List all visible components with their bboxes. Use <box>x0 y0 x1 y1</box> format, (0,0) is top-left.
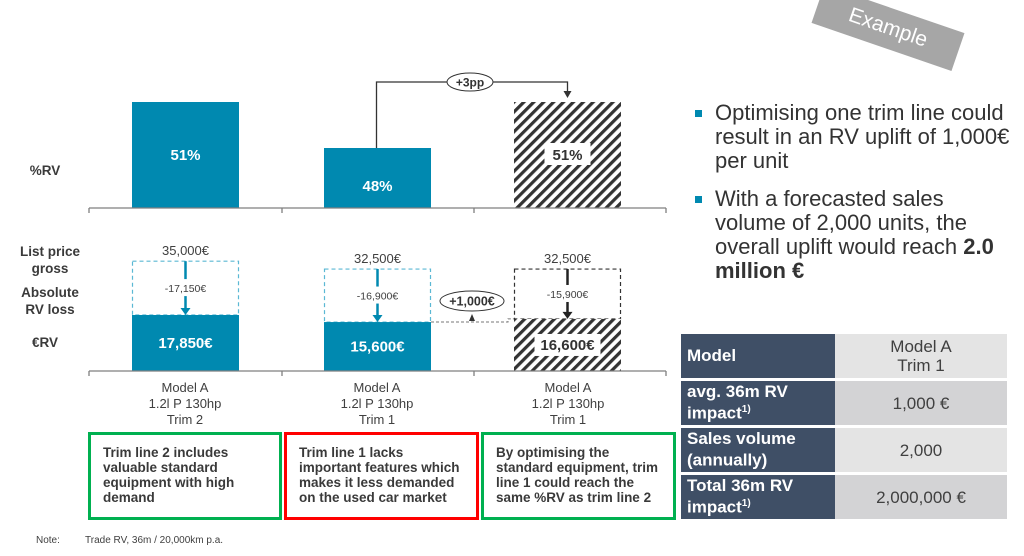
table-row-label: avg. 36m RV impact1) <box>681 381 835 425</box>
eur-value-label-2: 15,600€ <box>350 339 405 356</box>
table-row-label: Sales volume (annually) <box>681 428 835 472</box>
row-label-abs-loss-line1: Absolute <box>21 285 79 300</box>
pct-label-bg <box>544 143 591 165</box>
category-label-line: Trim 2 <box>166 412 204 427</box>
pct-rv-chart: 51% 48% 51% +3pp <box>88 72 667 213</box>
pct-bar-1 <box>132 102 239 208</box>
eur-rv-chart: 35,000€ -17,150€ 17,850€ 32,500€ -16,900€ 15,… <box>88 243 667 376</box>
eur-bar-2 <box>324 322 431 371</box>
note-box-trim1: Trim line 1 lacks important features whi… <box>284 432 479 520</box>
pct-value-label-3: 51% <box>552 147 582 164</box>
row-label-list-price: List price gross <box>10 243 90 277</box>
rv-loss-label-3: -15,900€ <box>547 289 589 301</box>
row-label-pct-rv: %RV <box>29 163 61 178</box>
pct-delta-label: +3pp <box>456 76 484 90</box>
category-label-line: 1.2l P 130hp <box>148 396 222 411</box>
table-header-row: Model Model A Trim 1 <box>681 334 1007 378</box>
list-price-label-3: 32,500€ <box>544 251 592 266</box>
bullet-square-icon <box>695 110 702 117</box>
table-row: Sales volume (annually) 2,000 <box>681 428 1007 472</box>
loss-arrow-icon <box>372 315 383 323</box>
rv-loss-label-1: -17,150€ <box>165 283 207 295</box>
category-label-line: 1.2l P 130hp <box>340 396 414 411</box>
category-label-3: Model A 1.2l P 130hp Trim 1 <box>473 380 663 428</box>
category-label-1: Model A 1.2l P 130hp Trim 2 <box>90 380 280 428</box>
eur-delta-bubble <box>439 290 505 312</box>
table-row-value: 2,000,000 € <box>835 475 1007 519</box>
bullet-highlight: 2.0 million € <box>715 234 994 283</box>
pct-delta-bubble <box>446 72 494 92</box>
eur-value-label-1: 17,850€ <box>158 335 213 352</box>
pct-value-label-1: 51% <box>170 147 200 164</box>
row-label-eur-rv: €RV <box>31 335 59 350</box>
bullet-item: With a forecasted sales volume of 2,000 … <box>693 187 1013 283</box>
eur-uplift-arrow-icon <box>469 314 475 322</box>
category-label-line: 1.2l P 130hp <box>531 396 605 411</box>
table-row: avg. 36m RV impact1) 1,000 € <box>681 381 1007 425</box>
table-row-label: Total 36m RV impact1) <box>681 475 835 519</box>
list-price-label-1: 35,000€ <box>162 243 210 258</box>
category-label-line: Model A <box>544 380 592 395</box>
table-row-value: 2,000 <box>835 428 1007 472</box>
row-label-abs-loss: Absolute RV loss <box>10 284 90 318</box>
note-box-trim1-optimised: By optimising the standard equipment, tr… <box>481 432 676 520</box>
eur-bar-1 <box>132 315 239 371</box>
category-label-line: Model A <box>161 380 209 395</box>
table-header-value: Model A Trim 1 <box>835 334 1007 378</box>
table-row: Total 36m RV impact1) 2,000,000 € <box>681 475 1007 519</box>
table-header-label: Model <box>681 334 835 378</box>
category-label-line: Trim 1 <box>358 412 396 427</box>
footnote-text: Trade RV, 36m / 20,000km p.a. <box>85 535 224 546</box>
eur-value-label-3: 16,600€ <box>540 337 595 354</box>
rv-impact-table: Model Model A Trim 1 avg. 36m RV impact1… <box>681 331 1007 522</box>
pct-value-label-2: 48% <box>362 178 392 195</box>
list-price-label-2: 32,500€ <box>354 251 402 266</box>
eur-delta-label: +1,000€ <box>449 295 495 309</box>
category-label-2: Model A 1.2l P 130hp Trim 1 <box>282 380 472 428</box>
row-label-list-price-line1: List price <box>19 244 81 259</box>
rv-loss-label-2: -16,900€ <box>357 291 399 303</box>
loss-arrow-icon <box>562 311 573 319</box>
bullet-item: Optimising one trim line could result in… <box>693 101 1013 173</box>
category-label-line: Model A <box>353 380 401 395</box>
row-label-abs-loss-line2: RV loss <box>25 302 75 317</box>
note-box-trim2: Trim line 2 includes valuable standard e… <box>88 432 282 520</box>
example-stamp: Example <box>811 0 965 72</box>
eur-label-bg <box>534 333 601 356</box>
bullet-square-icon <box>695 196 702 203</box>
pct-bar-2 <box>324 148 431 208</box>
row-label-list-price-line2: gross <box>31 261 69 276</box>
footnote-label: Note: <box>36 535 60 546</box>
category-label-line: Trim 1 <box>549 412 587 427</box>
rv-chart: 51% 48% 51% +3pp 35,000€ -17,150€ 17,850€ 32,5… <box>88 72 667 376</box>
table-row-value: 1,000 € <box>835 381 1007 425</box>
loss-arrow-icon <box>180 308 191 315</box>
pct-connector-arrow-icon <box>563 91 572 98</box>
key-findings-list: Optimising one trim line could result in… <box>693 101 1013 297</box>
